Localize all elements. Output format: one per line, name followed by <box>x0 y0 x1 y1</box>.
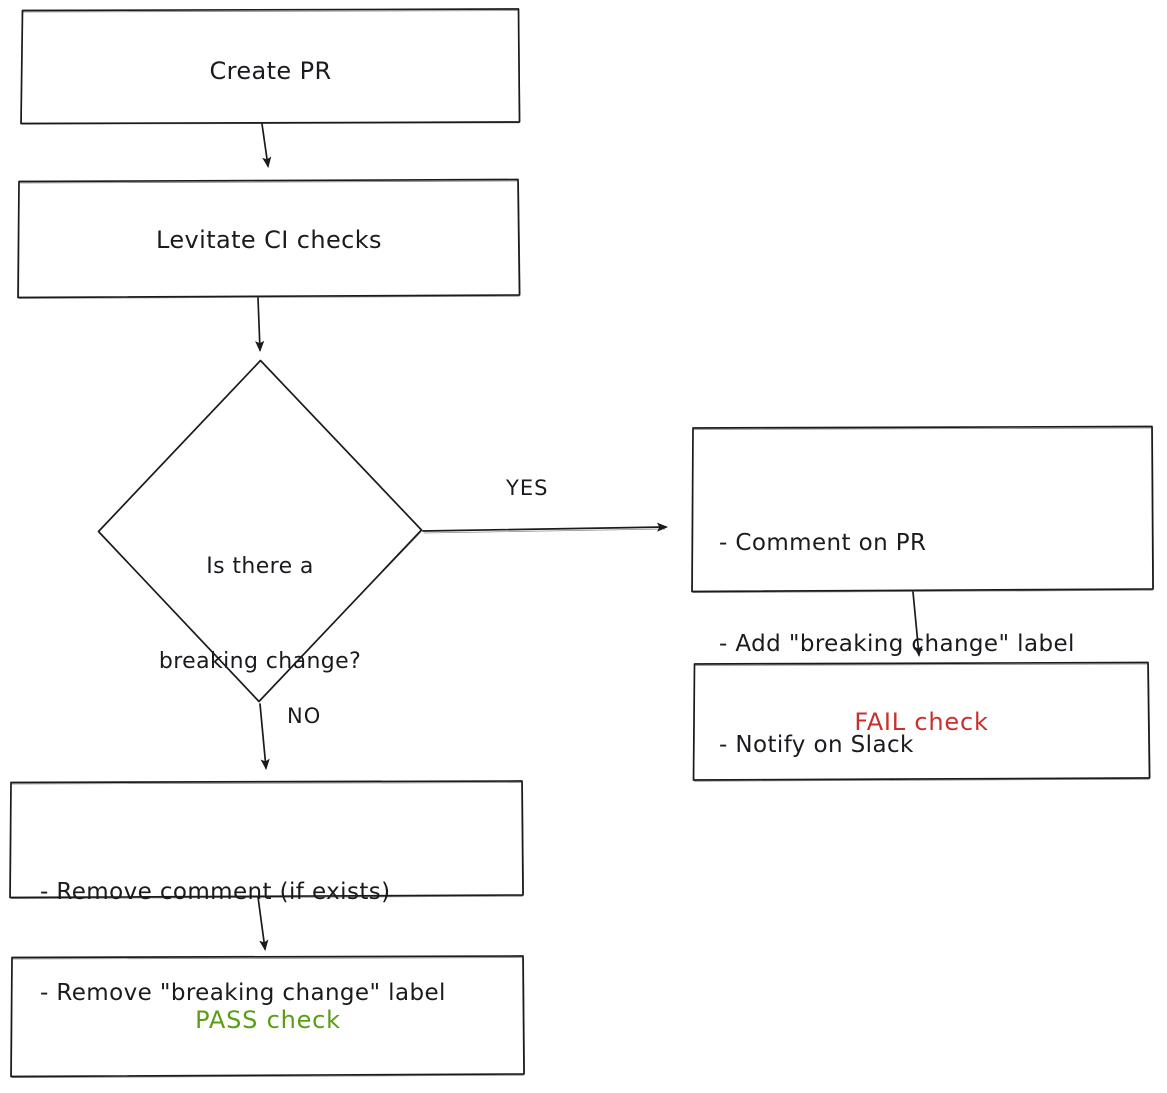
node-create-pr-shape[interactable] <box>20 8 521 125</box>
node-pass-check-label: PASS check <box>195 1006 341 1034</box>
list-item: - Comment on PR <box>719 529 927 556</box>
node-yes-actions-shape[interactable] <box>691 425 1154 593</box>
node-levitate-ci-label: Levitate CI checks <box>156 226 382 254</box>
node-yes-actions-list: - Comment on PR - Add "breaking change" … <box>719 459 1149 831</box>
node-decision-label-line1: Is there a <box>206 553 314 579</box>
edge-levitate-to-decision <box>255 297 265 352</box>
edge-yes-to-fail <box>912 591 923 657</box>
list-item: - Add "breaking change" label <box>719 630 1075 657</box>
edge-label-yes: YES <box>506 476 549 500</box>
node-fail-check-shape[interactable] <box>692 661 1151 782</box>
node-decision-label-line2: breaking change? <box>158 649 362 675</box>
node-levitate-ci-shape[interactable] <box>17 178 521 299</box>
node-no-actions-shape[interactable] <box>9 780 524 899</box>
node-decision-shape[interactable] <box>97 359 423 703</box>
node-no-actions-list: - Remove comment (if exists) - Remove "b… <box>40 808 510 1078</box>
list-item: - Notify on Slack <box>719 732 914 759</box>
list-item: - Remove "breaking change" label <box>40 979 446 1006</box>
node-pass-check-shape[interactable] <box>10 955 525 1078</box>
node-fail-check-label: FAIL check <box>854 708 989 736</box>
edge-decision-to-yes <box>422 522 668 534</box>
list-item: - Remove comment (if exists) <box>40 878 391 905</box>
node-create-pr-label: Create PR <box>209 57 332 85</box>
edge-no-to-pass <box>257 896 269 951</box>
edge-create-to-levitate <box>261 123 272 168</box>
edge-decision-to-no <box>259 703 270 770</box>
node-decision-label: Is there a breaking change? <box>120 487 400 742</box>
edge-label-no: NO <box>287 704 322 728</box>
